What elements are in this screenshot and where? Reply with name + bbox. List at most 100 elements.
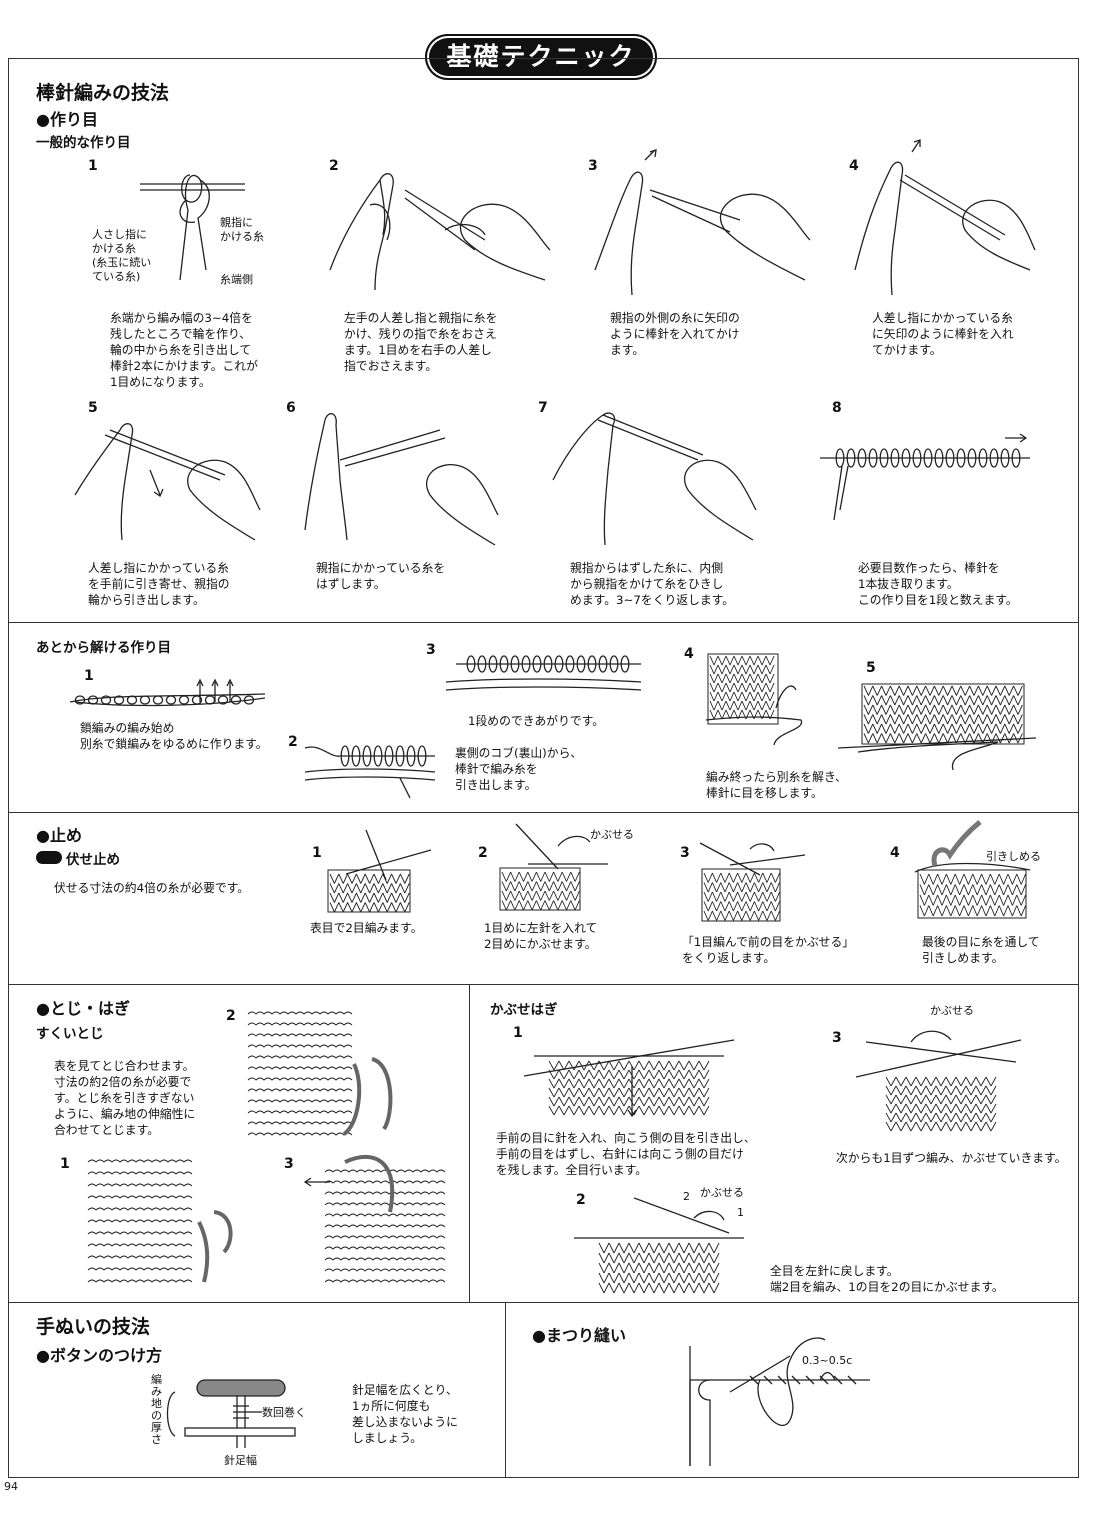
header-banner: 基礎テクニック (425, 34, 657, 80)
step-number: 1 (312, 845, 322, 861)
step-number: 3 (284, 1156, 294, 1172)
diagram-label: 人さし指に かける糸 (糸玉に続い ている糸) (92, 228, 152, 283)
pickup-illustration (304, 745, 436, 799)
step-caption: 鎖編みの編み始め 別糸で鎖編みをゆるめに作ります。 (80, 721, 268, 751)
diagram-label: 親指に かける糸 (220, 216, 264, 243)
diagram-label: かぶせる (590, 828, 634, 841)
diagram-label: かぶせる (700, 1186, 744, 1199)
step-caption: 次からも1目ずつ編み、かぶせていきます。 (836, 1151, 1067, 1165)
cast-on-step4-illustration (854, 139, 1036, 296)
step-caption: 最後の目に糸を通して 引きしめます。 (922, 935, 1040, 965)
divider (8, 984, 1079, 985)
diagram-label: 0.3~0.5c (802, 1354, 853, 1367)
chain-illustration (69, 678, 266, 707)
page-number: 94 (4, 1480, 18, 1493)
step-caption: 表目で2目編みます。 (310, 921, 423, 935)
cast-on-step6-illustration (304, 413, 499, 546)
graft-step2-illustration (574, 1197, 744, 1294)
step-number: 8 (832, 400, 842, 416)
step-number: 2 (288, 734, 298, 750)
step-number: 3 (832, 1030, 842, 1046)
step-caption: 1目めに左針を入れて 2目めにかぶせます。 (484, 921, 598, 951)
step-caption: 全目を左針に戻します。 端2目を編み、1の目を2の目にかぶせます。 (770, 1264, 1004, 1294)
graft-step3-illustration (855, 1030, 1022, 1132)
cast-on-step2-illustration (329, 173, 551, 291)
step-caption: 人差し指にかかっている糸 に矢印のように棒針を入れ てかけます。 (872, 311, 1014, 357)
section-note: 針足幅を広くとり、 1ヵ所に何度も 差し込まないように しましょう。 (352, 1383, 458, 1445)
step-number: 2 (576, 1192, 586, 1208)
step-number: 1 (84, 668, 94, 684)
step-number: 1 (88, 158, 98, 174)
bindoff-step1-illustration (327, 829, 432, 913)
step-caption: 編み終ったら別糸を解き、 棒針に目を移します。 (706, 770, 847, 800)
bindoff-step2-illustration (499, 823, 608, 911)
step-number: 5 (866, 660, 876, 676)
page-title: 基礎テクニック (446, 42, 636, 71)
step-number: 5 (88, 400, 98, 416)
section-subtitle: 伏せ止め (66, 852, 120, 868)
step-number: 1 (60, 1156, 70, 1172)
step-caption: 人差し指にかかっている糸 を手前に引き寄せ、親指の 輪から引き出します。 (88, 561, 230, 607)
step-caption: 左手の人差し指と親指に糸を かけ、残りの指で糸をおさえ ます。1目めを右手の人差… (344, 311, 498, 373)
step-number: 2 (478, 845, 488, 861)
step-number: 2 (329, 158, 339, 174)
step-number: 2 (226, 1008, 236, 1024)
step-caption: 必要目数作ったら、棒針を 1本抜き取ります。 この作り目を1段と数えます。 (858, 561, 1018, 607)
hem-stitch-illustration (689, 1337, 870, 1466)
diagram-label: 針足幅 (224, 1454, 257, 1467)
step-number: 4 (684, 646, 694, 662)
bindoff-step4-illustration (914, 820, 1031, 919)
cast-on-step7-illustration (552, 412, 757, 546)
seam-step3-illustration (303, 1154, 446, 1283)
step-caption: 1段めのできあがりです。 (468, 714, 605, 728)
step-number: 3 (680, 845, 690, 861)
section-subtitle: ●作り目 (36, 110, 98, 129)
section-title: 棒針編みの技法 (36, 82, 170, 104)
section-subtitle: ●ボタンのつけ方 (36, 1346, 162, 1365)
section-title: 手ぬいの技法 (36, 1316, 151, 1338)
step-caption: 親指の外側の糸に矢印の ように棒針を入れてかけ ます。 (610, 311, 740, 357)
step-caption: 親指からはずした糸に、内側 から親指をかけて糸をひきし めます。3~7をくり返し… (570, 561, 735, 607)
step-number: 6 (286, 400, 296, 416)
diagram-label: 引きしめる (986, 850, 1041, 863)
seam-step2-illustration (247, 1011, 393, 1136)
step-caption: 糸端から編み幅の3~4倍を 残したところで輪を作り、 輪の中から糸を引き出して … (110, 311, 258, 389)
bindoff-step3-illustration (699, 842, 806, 922)
section-title: ●止め (36, 826, 82, 845)
graft-step1-illustration (523, 1039, 735, 1118)
step-number: 1 (513, 1025, 523, 1041)
first-row-illustration (445, 655, 642, 691)
diagram-label: 編み地の厚さ (151, 1373, 162, 1446)
divider (505, 1302, 506, 1478)
bullet-icon (36, 851, 62, 864)
section-title: かぶせはぎ (490, 1002, 558, 1018)
cast-on-step8-illustration (820, 433, 1030, 521)
cast-on-step3-illustration (594, 149, 811, 296)
step-caption: 「1目編んで前の目をかぶせる」 をくり返します。 (682, 935, 855, 965)
subsection-title: 一般的な作り目 (36, 135, 131, 151)
section-title: ●とじ・はぎ (36, 999, 130, 1018)
cast-on-step5-illustration (74, 423, 261, 541)
cast-on-step1-illustration (140, 174, 245, 281)
divider (8, 622, 1079, 623)
unravel-illustration (705, 653, 803, 746)
section-subtitle: すくいとじ (36, 1026, 104, 1042)
section-title: あとから解ける作り目 (36, 640, 171, 656)
diagram-label: 数回巻く (262, 1406, 306, 1419)
divider (469, 984, 470, 1302)
diagram-label: 2 (683, 1190, 690, 1203)
step-number: 4 (890, 845, 900, 861)
diagram-label: かぶせる (930, 1004, 974, 1017)
transfer-illustration (837, 683, 1037, 771)
diagram-label: 糸端側 (220, 273, 253, 286)
divider (8, 1302, 1079, 1303)
step-number: 4 (849, 158, 859, 174)
page-frame (8, 58, 1079, 1478)
step-caption: 親指にかかっている糸を はずします。 (316, 561, 446, 591)
step-number: 3 (588, 158, 598, 174)
button-illustration (166, 1379, 296, 1448)
section-note: 伏せる寸法の約4倍の糸が必要です。 (54, 881, 250, 895)
section-title: ●まつり縫い (532, 1326, 626, 1345)
step-number: 3 (426, 642, 436, 658)
section-note: 表を見てとじ合わせます。 寸法の約2倍の糸が必要で す。とじ糸を引きすぎない よ… (54, 1059, 196, 1137)
